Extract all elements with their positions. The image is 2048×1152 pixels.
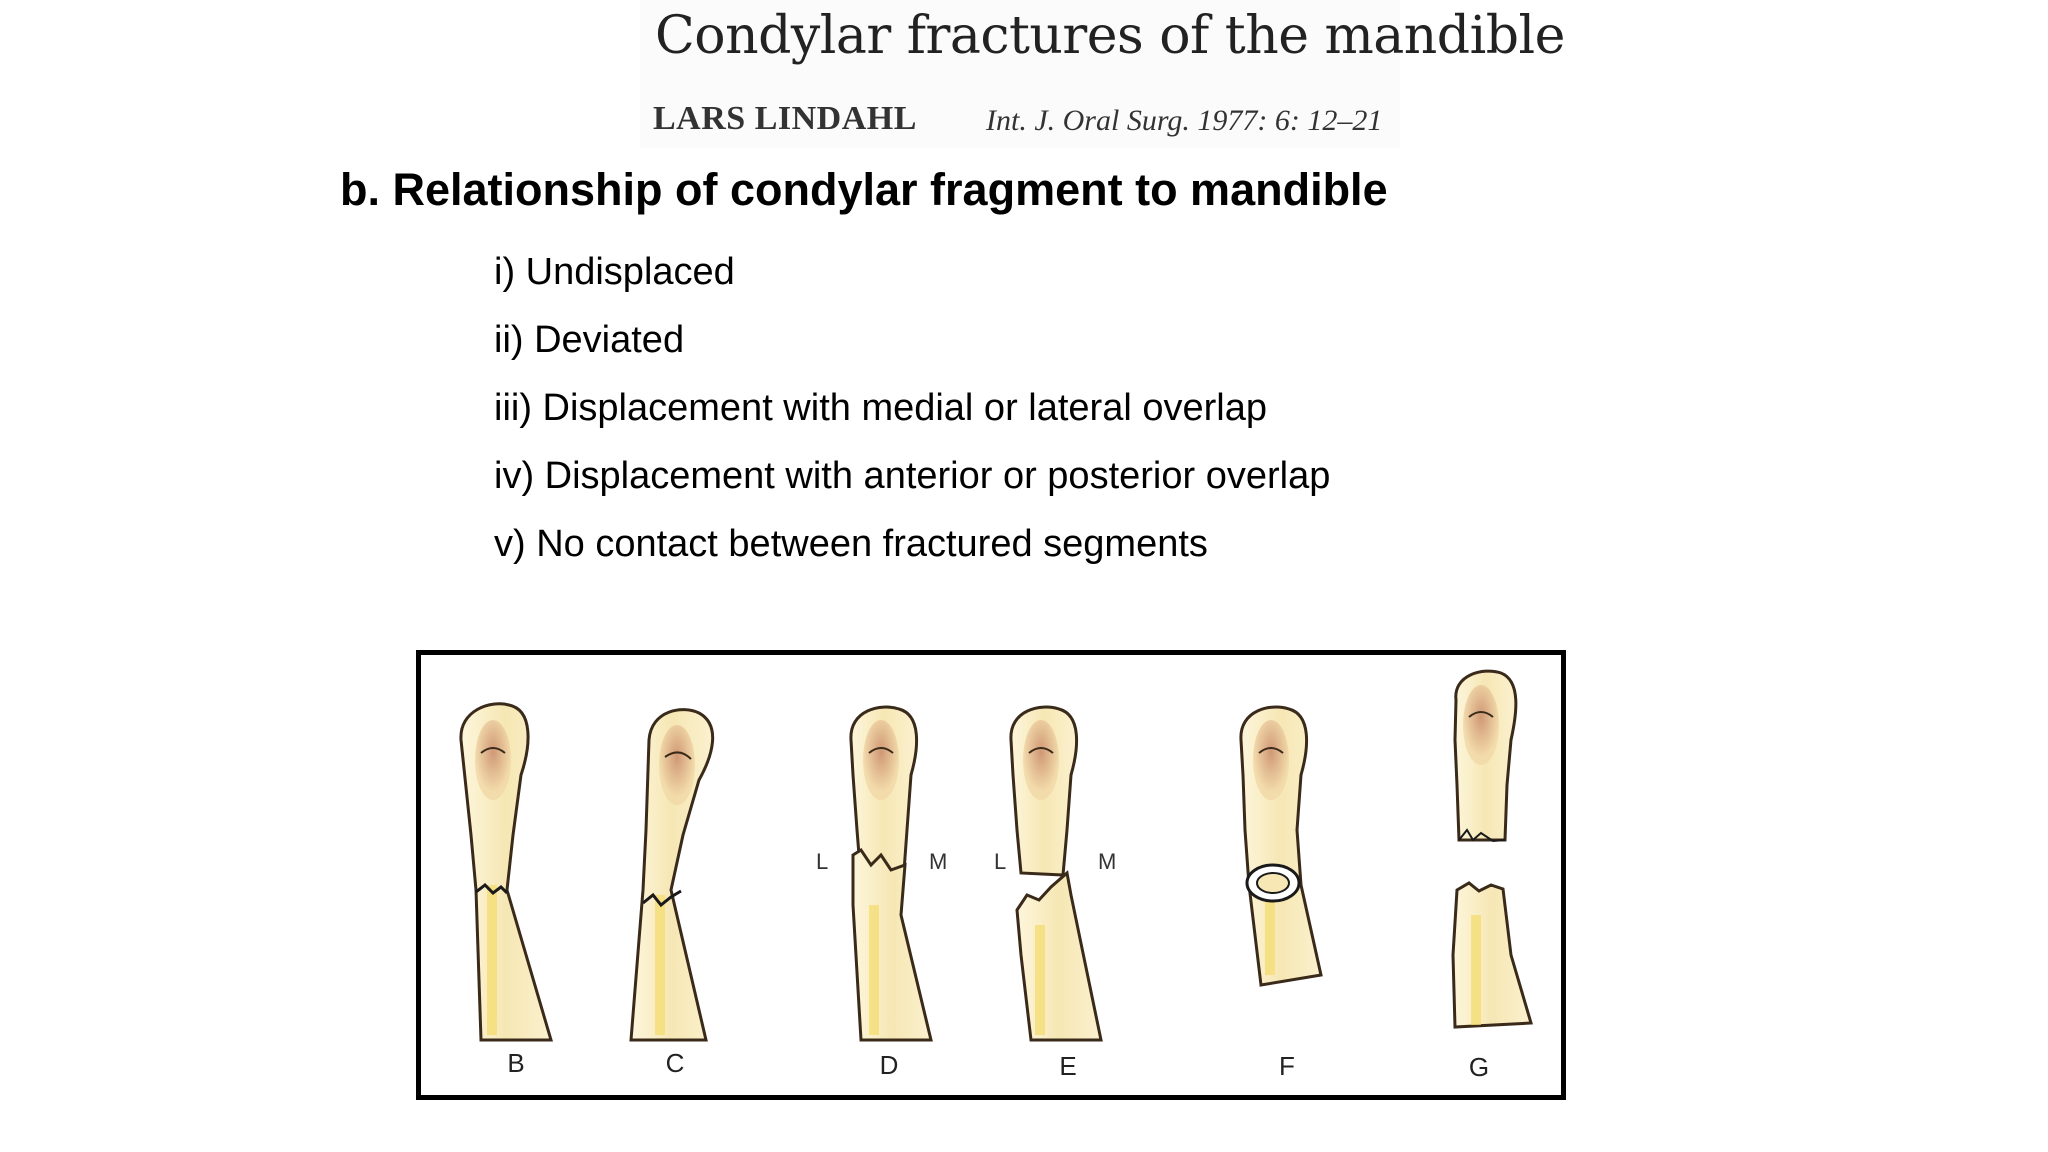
medial-label: M — [1098, 849, 1117, 874]
panel-f-illustration — [1239, 705, 1323, 987]
list-item: iii) Displacement with medial or lateral… — [494, 387, 1267, 429]
paper-reference: Int. J. Oral Surg. 1977: 6: 12–21 — [986, 104, 1383, 137]
list-item: iv) Displacement with anterior or poster… — [494, 455, 1331, 497]
panel-label: D — [879, 1050, 899, 1080]
panel-label: E — [1059, 1051, 1077, 1081]
fracture-illustrations — [459, 669, 1533, 1042]
panel-b-illustration — [459, 702, 554, 1042]
condylar-fracture-figure: L M L M B C D E F G — [416, 650, 1566, 1100]
list-item: v) No contact between fractured segments — [494, 523, 1208, 565]
paper-header-image — [640, 0, 1400, 148]
section-heading: b. Relationship of condylar fragment to … — [340, 164, 1388, 215]
paper-title: Condylar fractures of the mandible — [655, 6, 1565, 66]
panel-label: G — [1468, 1052, 1490, 1082]
list-item: ii) Deviated — [494, 319, 685, 361]
medial-label: M — [929, 849, 948, 874]
list-item: i) Undisplaced — [494, 251, 735, 293]
classification-list: i) Undisplaced ii) Deviated iii) Displac… — [494, 238, 1330, 578]
panel-label: F — [1279, 1051, 1295, 1081]
panel-d-illustration — [849, 705, 933, 1042]
panel-label: B — [507, 1048, 525, 1078]
lateral-label: L — [816, 849, 829, 874]
panel-e-illustration — [1009, 705, 1103, 1042]
paper-author: LARS LINDAHL — [653, 100, 917, 137]
panel-g-illustration — [1451, 669, 1533, 1029]
panel-label: C — [665, 1048, 685, 1078]
panel-c-illustration — [629, 708, 715, 1042]
lateral-label: L — [994, 849, 1007, 874]
